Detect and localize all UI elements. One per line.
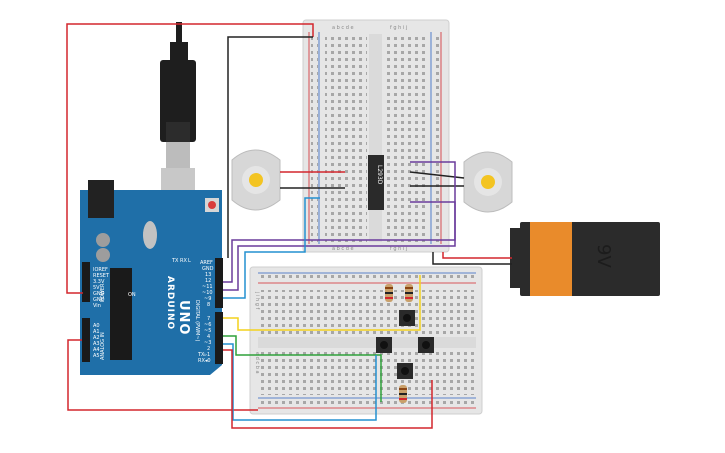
analog-header-labels: A0 A1 A2 A3 A4 A5 ANALOG IN [93, 323, 106, 360]
wire-red [66, 23, 314, 294]
battery-9v[interactable]: 9V [510, 222, 660, 296]
svg-text:A4: A4 [93, 347, 100, 353]
svg-text:2: 2 [207, 346, 210, 352]
svg-text:Vin: Vin [93, 303, 101, 309]
breadboard-top[interactable]: a b c d e f g h i j a b c d e f g h i j [302, 19, 450, 253]
board-brand: ARDUINO [165, 276, 175, 330]
svg-text:7: 7 [207, 316, 210, 322]
wire-green [223, 335, 382, 402]
svg-text:3.3V: 3.3V [93, 279, 105, 285]
capacitor-icon [96, 248, 110, 262]
led-label-tx: TX [171, 258, 179, 264]
breadboard-top-columns-left: a b c d e [332, 25, 354, 31]
digital-header-labels: AREF GND 13 12 ~11 ~10 ~9 8 7 ~6 ~5 4 ~3… [194, 260, 214, 364]
reset-button[interactable] [208, 201, 216, 209]
wire-purple [223, 161, 456, 283]
arduino-uno-board[interactable]: IOREF RESET 3.3V 5V GND GND Vin POWER A0… [80, 180, 223, 375]
push-button-3[interactable] [418, 337, 434, 353]
atmega-chip [110, 268, 132, 360]
svg-text:A3: A3 [93, 341, 100, 347]
svg-text:~10: ~10 [202, 290, 213, 296]
wire-blue [223, 343, 377, 421]
motor-hub-icon [481, 175, 495, 189]
wire-red [442, 252, 512, 259]
svg-text:4: 4 [207, 334, 210, 340]
wire-purple [223, 201, 456, 291]
svg-text:A0: A0 [93, 323, 100, 329]
usb-cable[interactable] [160, 22, 196, 218]
svg-text:~9: ~9 [204, 296, 211, 302]
l293d-chip[interactable]: L293D [368, 155, 384, 210]
resistor-2[interactable] [405, 284, 413, 302]
board-model: UNO [176, 300, 191, 336]
breadboard-bottom-rows-right: e d c b a [254, 352, 260, 374]
wire-black [432, 252, 512, 265]
push-button-2[interactable] [376, 337, 392, 353]
svg-text:5V: 5V [93, 285, 100, 291]
capacitor-icon [96, 233, 110, 247]
breadboard-bottom-rows-left: j i h g f [254, 291, 260, 309]
wire-red [223, 349, 433, 429]
svg-text:~11: ~11 [202, 284, 213, 290]
svg-text:ANALOG IN: ANALOG IN [100, 332, 106, 360]
svg-text:GND: GND [202, 266, 214, 272]
wire-blue [223, 197, 320, 299]
resistor-3[interactable] [399, 385, 407, 403]
dc-motor-right[interactable] [463, 151, 513, 213]
svg-text:8: 8 [207, 302, 210, 308]
crystal-icon [143, 221, 157, 249]
svg-text:POWER: POWER [100, 283, 106, 302]
svg-text:13: 13 [205, 272, 211, 278]
svg-text:~5: ~5 [204, 328, 211, 334]
svg-text:GND: GND [93, 297, 105, 303]
motor-hub-icon [249, 173, 263, 187]
svg-text:TX▹1: TX▹1 [197, 352, 210, 358]
wire-red [67, 339, 258, 411]
svg-text:~6: ~6 [204, 322, 211, 328]
push-button-4[interactable] [397, 363, 413, 379]
power-header-labels: IOREF RESET 3.3V 5V GND GND Vin POWER [93, 267, 110, 309]
svg-text:RX◂0: RX◂0 [198, 358, 211, 364]
wires [66, 23, 512, 429]
led-label-rx: RX [180, 258, 187, 264]
svg-text:12: 12 [205, 278, 211, 284]
svg-text:AREF: AREF [200, 260, 213, 266]
dc-motor-left[interactable] [231, 149, 281, 211]
breadboard-top-columns-right-bottom: f g h i j [390, 246, 407, 252]
breadboard-top-columns-right: f g h i j [390, 25, 407, 31]
on-label: ON [128, 292, 136, 298]
svg-text:IOREF: IOREF [93, 267, 108, 273]
svg-text:A1: A1 [93, 329, 100, 335]
svg-text:~3: ~3 [204, 340, 211, 346]
svg-text:A2: A2 [93, 335, 100, 341]
svg-text:DIGITAL (PWM~): DIGITAL (PWM~) [194, 300, 200, 342]
breadboard-bottom[interactable]: j i h g f e d c b a [249, 266, 483, 415]
led-label-l: L [188, 258, 191, 264]
wire-black [227, 36, 313, 258]
svg-text:A5: A5 [93, 353, 100, 359]
svg-text:GND: GND [93, 291, 105, 297]
push-button-1[interactable] [399, 310, 415, 326]
battery-label: 9V [593, 244, 614, 268]
svg-text:RESET: RESET [93, 273, 110, 279]
breadboard-top-columns-left-bottom: a b c d e [332, 246, 354, 252]
l293d-label: L293D [376, 165, 383, 185]
resistor-1[interactable] [385, 284, 393, 302]
wire-yellow [223, 275, 421, 331]
